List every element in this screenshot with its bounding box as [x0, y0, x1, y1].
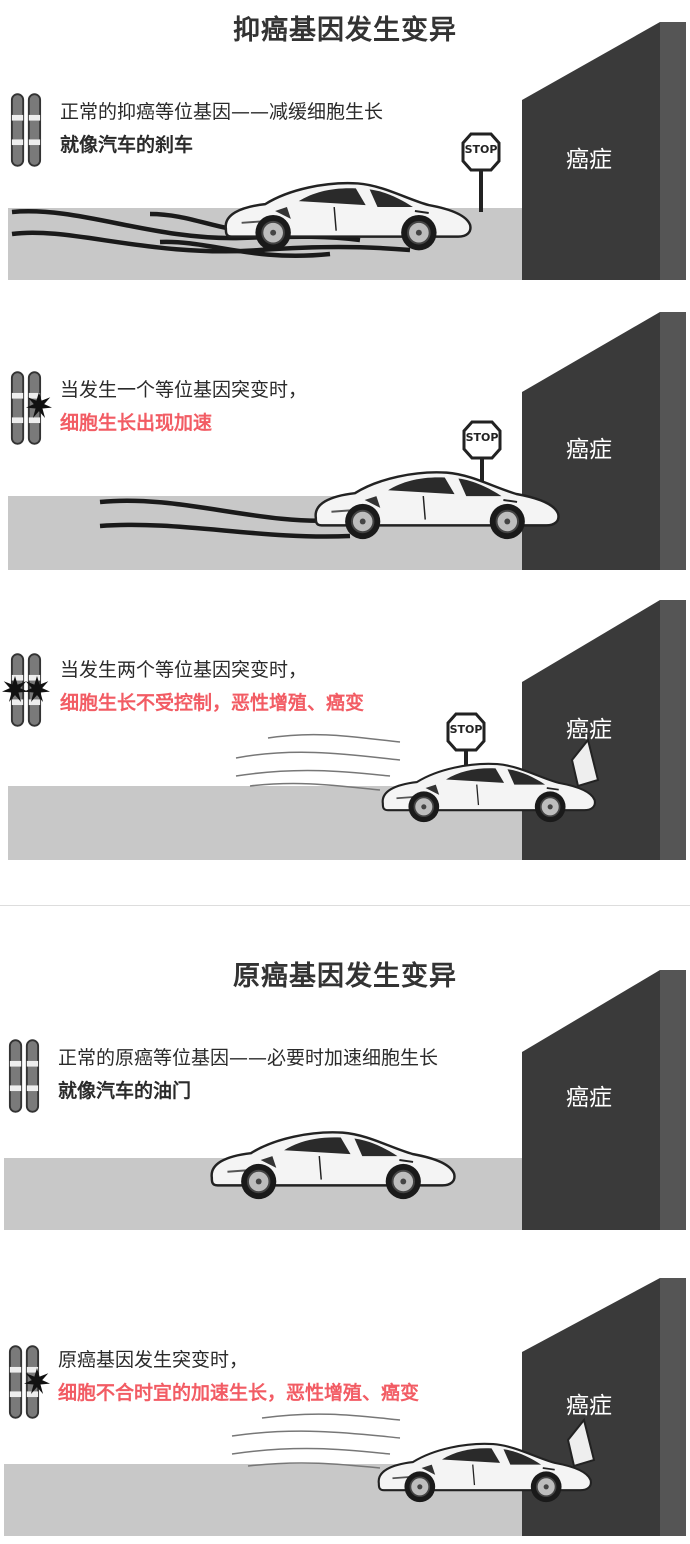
cancer-wall — [522, 312, 660, 570]
panel-normal-oncogene: 正常的原癌等位基因——必要时加速细胞生长 就像汽车的油门 癌症 — [0, 960, 690, 1245]
caption-line2: 细胞不合时宜的加速生长，恶性增殖、癌变 — [58, 1382, 420, 1404]
wall-label: 癌症 — [566, 717, 612, 743]
caption: 原癌基因发生突变时， 细胞不合时宜的加速生长，恶性增殖、癌变 — [58, 1344, 419, 1410]
panel-illustration — [8, 22, 686, 280]
caption-line1: 原癌基因发生突变时， — [58, 1349, 249, 1371]
panel-illustration — [8, 312, 686, 570]
cancer-wall — [522, 22, 660, 280]
cancer-wall — [522, 970, 660, 1230]
wall-label: 癌症 — [566, 147, 612, 173]
panel-oncogene-mutation: 原癌基因发生突变时， 细胞不合时宜的加速生长，恶性增殖、癌变 癌症 — [0, 1260, 690, 1544]
caption: 正常的抑癌等位基因——减缓细胞生长 就像汽车的刹车 — [60, 96, 383, 162]
caption: 正常的原癌等位基因——必要时加速细胞生长 就像汽车的油门 — [58, 1042, 438, 1108]
chromosome-icon — [8, 1039, 40, 1113]
caption-line2: 就像汽车的油门 — [58, 1080, 192, 1102]
skid-marks — [99, 498, 351, 539]
chromosome-icon — [10, 93, 42, 167]
caption-line2: 细胞生长出现加速 — [60, 412, 213, 434]
stop-sign-text: STOP — [465, 431, 499, 444]
panel-illustration — [4, 1278, 686, 1536]
caption: 当发生一个等位基因突变时， 细胞生长出现加速 — [60, 374, 307, 440]
stop-sign-text: STOP — [449, 723, 483, 736]
caption-line1: 正常的原癌等位基因——必要时加速细胞生长 — [58, 1047, 439, 1069]
caption-line1: 正常的抑癌等位基因——减缓细胞生长 — [60, 101, 384, 123]
stop-sign — [461, 132, 501, 212]
speed-lines — [231, 1413, 401, 1469]
stop-sign — [462, 420, 502, 500]
stop-sign-text: STOP — [464, 143, 498, 156]
panel-illustration — [4, 970, 686, 1230]
panel-illustration — [2, 600, 686, 860]
panel-one-mutation: 当发生一个等位基因突变时， 细胞生长出现加速 STOP 癌症 — [0, 300, 690, 585]
panel-normal-suppressor: 正常的抑癌等位基因——减缓细胞生长 就像汽车的刹车 STOP 癌症 — [0, 0, 690, 290]
panel-two-mutations: 当发生两个等位基因突变时， 细胞生长不受控制，恶性增殖、癌变 STOP 癌症 — [0, 590, 690, 875]
caption: 当发生两个等位基因突变时， 细胞生长不受控制，恶性增殖、癌变 — [60, 654, 364, 720]
section-title-oncogene: 原癌基因发生变异 — [233, 961, 457, 992]
caption-line1: 当发生一个等位基因突变时， — [60, 379, 308, 401]
section-divider — [0, 905, 690, 906]
section-title-tumor-suppressor: 抑癌基因发生变异 — [233, 15, 457, 46]
speed-lines — [235, 733, 401, 791]
wall-label: 癌症 — [566, 437, 612, 463]
caption-line2: 就像汽车的刹车 — [60, 134, 194, 156]
caption-line2: 细胞生长不受控制，恶性增殖、癌变 — [60, 692, 365, 714]
wall-label: 癌症 — [566, 1085, 612, 1111]
caption-line1: 当发生两个等位基因突变时， — [60, 659, 308, 681]
wall-label: 癌症 — [566, 1393, 612, 1419]
